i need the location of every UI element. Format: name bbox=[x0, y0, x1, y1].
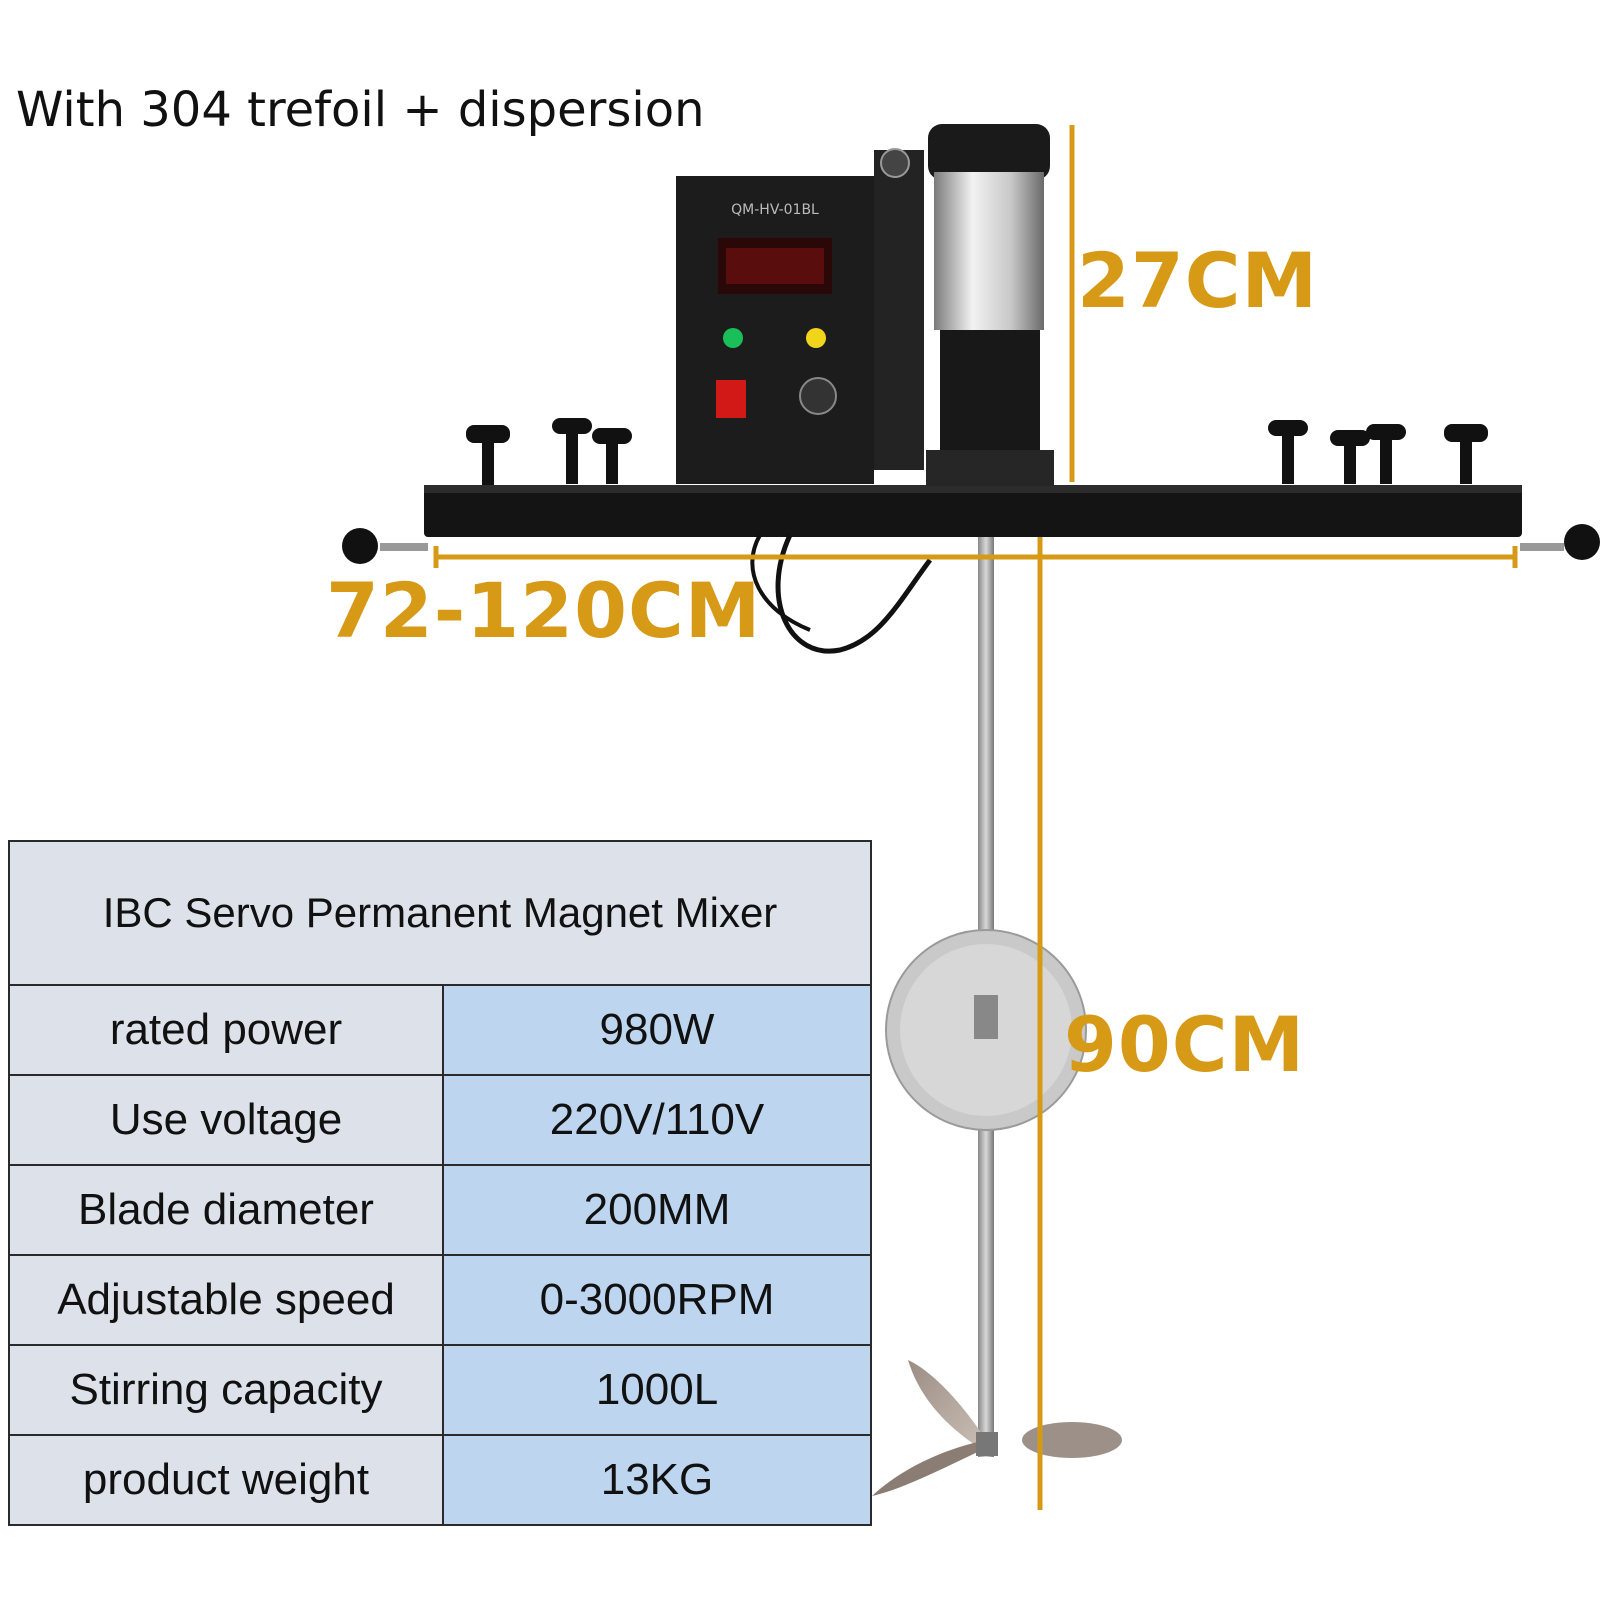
table-row: rated power 980W bbox=[8, 984, 872, 1076]
spec-table: IBC Servo Permanent Magnet Mixer rated p… bbox=[8, 840, 872, 1526]
dispersion-disc bbox=[885, 929, 1087, 1131]
height-dimension-label: 27CM bbox=[1077, 236, 1319, 325]
spec-label: Use voltage bbox=[8, 1074, 444, 1166]
spec-value: 0-3000RPM bbox=[442, 1254, 872, 1346]
controller-box: QM-HV-01BL bbox=[676, 176, 874, 484]
table-row: Use voltage 220V/110V bbox=[8, 1074, 872, 1166]
spec-value: 200MM bbox=[442, 1164, 872, 1256]
spec-label: Adjustable speed bbox=[8, 1254, 444, 1346]
power-switch bbox=[716, 380, 746, 418]
table-row: Blade diameter 200MM bbox=[8, 1164, 872, 1256]
motor bbox=[874, 124, 1054, 486]
spec-value: 980W bbox=[442, 984, 872, 1076]
clamp-knobs bbox=[466, 418, 1488, 485]
controller-model-label: QM-HV-01BL bbox=[731, 202, 819, 218]
spec-label: product weight bbox=[8, 1434, 444, 1526]
headline: With 304 trefoil + dispersion bbox=[16, 82, 705, 138]
spec-value: 13KG bbox=[442, 1434, 872, 1526]
power-cord bbox=[775, 533, 933, 654]
table-row: product weight 13KG bbox=[8, 1434, 872, 1526]
table-row: Adjustable speed 0-3000RPM bbox=[8, 1254, 872, 1346]
shaft-length-dimension-label: 90CM bbox=[1064, 1000, 1306, 1089]
status-light-green bbox=[723, 328, 743, 348]
spec-value: 220V/110V bbox=[442, 1074, 872, 1166]
table-row: Stirring capacity 1000L bbox=[8, 1344, 872, 1436]
width-dimension-label: 72-120CM bbox=[326, 566, 762, 655]
spec-label: Stirring capacity bbox=[8, 1344, 444, 1436]
speed-knob bbox=[799, 377, 837, 415]
spec-label: rated power bbox=[8, 984, 444, 1076]
spec-table-title: IBC Servo Permanent Magnet Mixer bbox=[8, 840, 872, 986]
status-light-yellow bbox=[806, 328, 826, 348]
frame-bar bbox=[342, 485, 1600, 564]
trefoil-propeller bbox=[872, 1360, 1122, 1496]
dimension-lines bbox=[433, 125, 1518, 1510]
spec-label: Blade diameter bbox=[8, 1164, 444, 1256]
spec-value: 1000L bbox=[442, 1344, 872, 1436]
